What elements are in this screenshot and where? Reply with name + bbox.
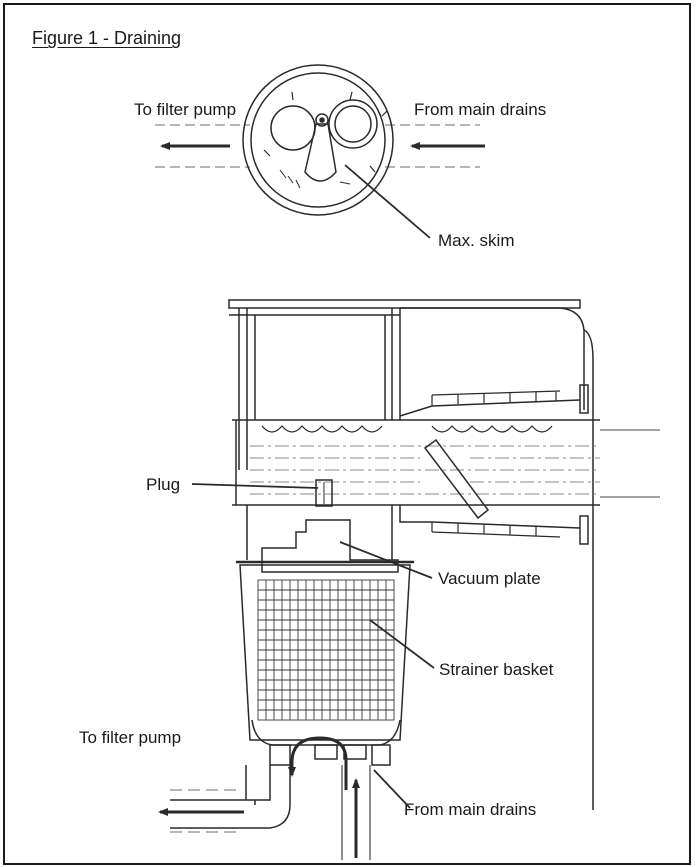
- max-skim-label: Max. skim: [438, 231, 515, 250]
- top-view: [155, 64, 485, 239]
- body-left-wall: [238, 308, 248, 470]
- top-from-main-drains-label: From main drains: [414, 100, 547, 119]
- vacuum-plate-leader: [339, 541, 433, 579]
- basket-housing: [239, 564, 411, 741]
- right-flange-lower: [579, 515, 589, 545]
- center-hub: [315, 113, 329, 127]
- right-flange-upper: [579, 384, 589, 414]
- figure-title: Figure 1 - Draining: [32, 28, 182, 48]
- skimmer-inner-ring: [250, 72, 386, 208]
- housing-top: [400, 307, 585, 386]
- vacuum-plate-label: Vacuum plate: [438, 569, 541, 588]
- bottom-from-main-drains-label: From main drains: [404, 800, 537, 819]
- pipe-extension: [600, 429, 660, 498]
- max-skim-leader: [344, 164, 431, 239]
- port-right: [328, 99, 378, 149]
- port-right-inner: [334, 105, 372, 143]
- port-left: [270, 105, 316, 151]
- elbow-pipe: [170, 765, 291, 829]
- diverter-lobe: [304, 123, 337, 182]
- body-right-wall: [391, 308, 401, 420]
- plug-label: Plug: [146, 475, 181, 494]
- bottom-to-filter-pump-label: To filter pump: [79, 728, 182, 747]
- pipe-lines-top: [155, 124, 480, 168]
- deck-flange: [228, 299, 581, 309]
- strainer-basket-label: Strainer basket: [439, 660, 554, 679]
- strainer-basket-grid: [257, 579, 395, 721]
- flow-curve-arrow: [288, 736, 348, 790]
- top-to-filter-pump-label: To filter pump: [134, 100, 237, 119]
- angled-diverter: [423, 438, 490, 520]
- plug-leader: [191, 483, 319, 489]
- skimmer-outer-ring: [242, 64, 394, 216]
- horizontal-pipe: [232, 419, 600, 506]
- outlet-stubs: [269, 744, 391, 766]
- vacuum-plate: [261, 519, 399, 573]
- hidden-lines: [250, 445, 600, 495]
- strainer-basket-leader: [369, 619, 435, 669]
- section-view: [158, 299, 660, 860]
- plug: [315, 479, 333, 507]
- main-drains-leader: [373, 769, 411, 809]
